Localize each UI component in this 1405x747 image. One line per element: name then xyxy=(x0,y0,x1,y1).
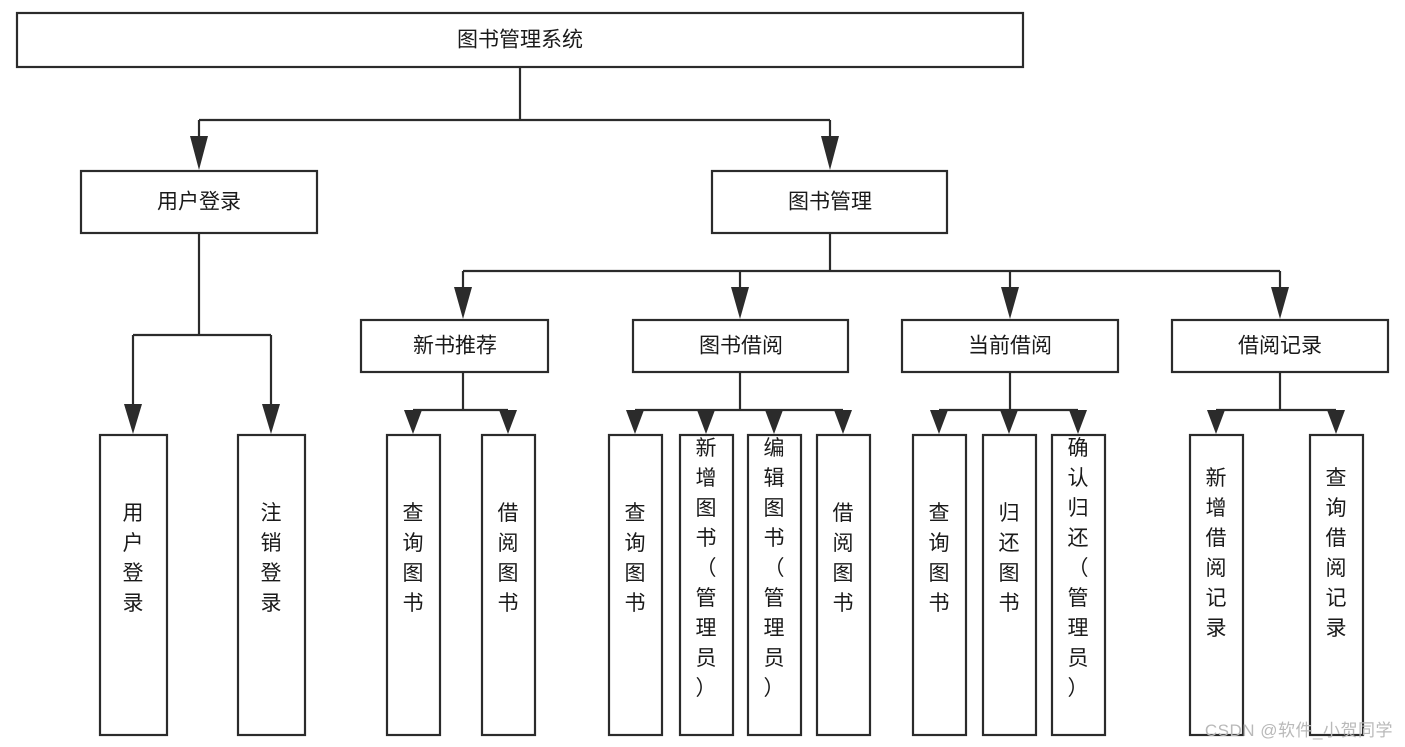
leaf-newbook-query-book[interactable]: 查询图书 xyxy=(385,433,442,737)
arrow-head-book-mgmt xyxy=(821,136,839,170)
arrow-head-borrow-leaf-2 xyxy=(697,410,715,434)
node-new-book-recommend-box[interactable] xyxy=(359,318,550,374)
node-new-book-recommend[interactable]: 新书推荐 xyxy=(359,318,550,374)
arrow-head-current-leaf-2 xyxy=(1000,410,1018,434)
node-borrow-record[interactable]: 借阅记录 xyxy=(1170,318,1390,374)
leaf-current-return-book-box[interactable] xyxy=(981,433,1038,737)
leaf-borrow-query-book[interactable]: 查询图书 xyxy=(607,433,664,737)
leaf-current-confirm-return-label: 确认归还（管理员） xyxy=(1068,437,1089,700)
leaf-newbook-borrow-book-box[interactable] xyxy=(480,433,537,737)
leaf-user-login-label: 用户登录 xyxy=(123,502,144,615)
node-current-borrow-box[interactable] xyxy=(900,318,1120,374)
leaf-current-query-book[interactable]: 查询图书 xyxy=(911,433,968,737)
arrow-head-current-leaf-1 xyxy=(930,410,948,434)
leaf-current-query-book-label: 查询图书 xyxy=(929,502,950,615)
leaf-borrow-edit-book[interactable]: 编辑图书（管理员） xyxy=(746,433,803,737)
node-book-borrow[interactable]: 图书借阅 xyxy=(631,318,850,374)
arrow-head-record-leaf-2 xyxy=(1327,410,1345,434)
leaf-user-login[interactable]: 用户登录 xyxy=(98,433,169,737)
node-borrow-record-box[interactable] xyxy=(1170,318,1390,374)
leaf-record-query-record-box[interactable] xyxy=(1308,433,1365,737)
arrow-head-newbook xyxy=(454,287,472,319)
node-book-borrow-box[interactable] xyxy=(631,318,850,374)
node-user-login-label: 用户登录 xyxy=(157,191,241,214)
leaf-record-add-record-box[interactable] xyxy=(1188,433,1245,737)
node-book-borrow-label: 图书借阅 xyxy=(699,335,783,358)
leaf-borrow-borrow-book[interactable]: 借阅图书 xyxy=(815,433,872,737)
node-user-login[interactable]: 用户登录 xyxy=(79,169,319,235)
arrow-head-leaf-logout xyxy=(262,404,280,434)
node-root[interactable]: 图书管理系统 xyxy=(15,11,1025,69)
node-root-box[interactable] xyxy=(15,11,1025,69)
node-root-label: 图书管理系统 xyxy=(457,29,583,52)
arrow-head-current xyxy=(1001,287,1019,319)
arrow-head-current-leaf-3 xyxy=(1069,410,1087,434)
leaf-current-query-book-box[interactable] xyxy=(911,433,968,737)
leaf-borrow-edit-book-label: 编辑图书（管理员） xyxy=(764,437,785,700)
arrow-head-newbook-leaf-2 xyxy=(499,410,517,434)
arrow-head-record-leaf-1 xyxy=(1207,410,1225,434)
leaf-borrow-add-book-box[interactable] xyxy=(678,433,735,737)
leaf-record-add-record[interactable]: 新增借阅记录 xyxy=(1188,433,1245,737)
node-book-management[interactable]: 图书管理 xyxy=(710,169,949,235)
leaf-record-add-record-label: 新增借阅记录 xyxy=(1206,467,1227,640)
arrow-head-borrow-leaf-1 xyxy=(626,410,644,434)
node-current-borrow[interactable]: 当前借阅 xyxy=(900,318,1120,374)
arrow-head-borrow-leaf-3 xyxy=(765,410,783,434)
leaf-current-return-book[interactable]: 归还图书 xyxy=(981,433,1038,737)
leaf-borrow-query-book-label: 查询图书 xyxy=(625,502,646,615)
leaf-newbook-query-book-box[interactable] xyxy=(385,433,442,737)
arrow-head-leaf-user-login xyxy=(124,404,142,434)
leaf-newbook-borrow-book[interactable]: 借阅图书 xyxy=(480,433,537,737)
node-book-management-box[interactable] xyxy=(710,169,949,235)
leaf-borrow-borrow-book-box[interactable] xyxy=(815,433,872,737)
leaf-borrow-add-book-label: 新增图书（管理员） xyxy=(696,437,717,700)
leaf-record-query-record[interactable]: 查询借阅记录 xyxy=(1308,433,1365,737)
arrow-head-borrow xyxy=(731,287,749,319)
csdn-watermark: CSDN @软件_小贺同学 xyxy=(1204,721,1393,740)
arrow-head-user-login xyxy=(190,136,208,170)
node-current-borrow-label: 当前借阅 xyxy=(968,335,1052,358)
leaf-newbook-query-book-label: 查询图书 xyxy=(403,502,424,615)
leaf-user-login-box[interactable] xyxy=(98,433,169,737)
arrow-head-borrow-leaf-4 xyxy=(834,410,852,434)
leaf-logout-box[interactable] xyxy=(236,433,307,737)
connector-layer xyxy=(124,67,1345,434)
leaf-current-return-book-label: 归还图书 xyxy=(999,502,1020,615)
leaf-current-confirm-return[interactable]: 确认归还（管理员） xyxy=(1050,433,1107,737)
leaf-current-confirm-return-box[interactable] xyxy=(1050,433,1107,737)
leaf-borrow-query-book-box[interactable] xyxy=(607,433,664,737)
leaf-borrow-add-book[interactable]: 新增图书（管理员） xyxy=(678,433,735,737)
arrow-head-newbook-leaf-1 xyxy=(404,410,422,434)
leaf-newbook-borrow-book-label: 借阅图书 xyxy=(498,502,519,615)
leaf-borrow-borrow-book-label: 借阅图书 xyxy=(833,502,854,615)
arrow-head-record xyxy=(1271,287,1289,319)
node-new-book-recommend-label: 新书推荐 xyxy=(413,335,497,358)
node-user-login-box[interactable] xyxy=(79,169,319,235)
node-book-management-label: 图书管理 xyxy=(788,191,872,214)
leaf-record-query-record-label: 查询借阅记录 xyxy=(1326,467,1347,640)
leaf-logout-label: 注销登录 xyxy=(261,502,282,615)
node-borrow-record-label: 借阅记录 xyxy=(1238,335,1322,358)
leaf-borrow-edit-book-box[interactable] xyxy=(746,433,803,737)
leaf-logout[interactable]: 注销登录 xyxy=(236,433,307,737)
